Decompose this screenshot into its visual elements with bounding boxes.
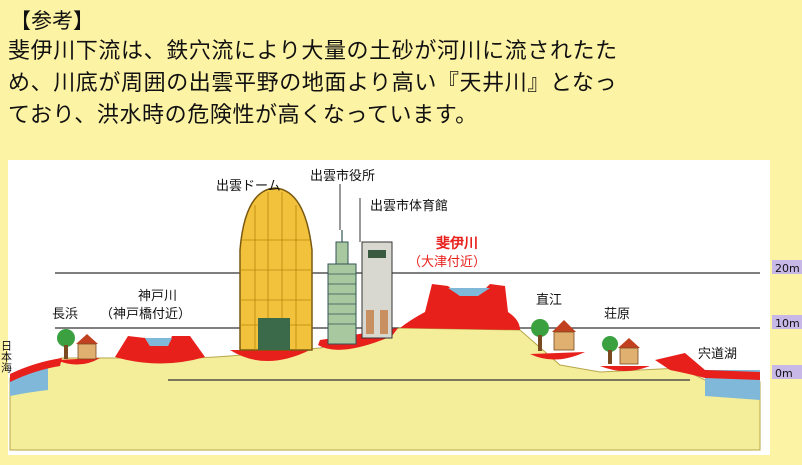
scale-10m: 10m bbox=[775, 317, 800, 330]
dome-lattice bbox=[240, 192, 312, 350]
nagahama-house bbox=[57, 329, 98, 360]
note-line-2: め、川底が周囲の出雲平野の地面より高い『天井川』となっ bbox=[8, 71, 618, 96]
note-line-3: ており、洪水時の危険性が高くなっています。 bbox=[8, 103, 478, 128]
label-kando-river: 神戸川 bbox=[138, 289, 177, 304]
label-gymnasium: 出雲市体育館 bbox=[370, 198, 448, 214]
izumo-dome-shape bbox=[239, 187, 313, 351]
gymnasium-building bbox=[361, 241, 393, 339]
shobara-house bbox=[602, 336, 640, 365]
shobara-base bbox=[600, 366, 650, 371]
city-hall-building bbox=[327, 230, 357, 345]
hii-river-water bbox=[448, 288, 490, 296]
reference-note: 【参考】 斐伊川下流は、鉄穴流により大量の土砂が河川に流されたた め、川底が周囲… bbox=[0, 0, 802, 160]
cross-section-svg: 20m 10m 0m 出雲ドーム 出雲市役所 出雲市体育館 斐伊川 （大津付近）… bbox=[0, 160, 802, 455]
label-sea-of-japan: 日本海 bbox=[0, 340, 13, 374]
dome-entrance bbox=[258, 318, 290, 350]
note-line-1: 斐伊川下流は、鉄穴流により大量の土砂が河川に流されたた bbox=[8, 39, 618, 64]
scale-20m: 20m bbox=[775, 262, 800, 275]
nagahama-base bbox=[56, 358, 100, 365]
label-izumo-dome: 出雲ドーム bbox=[216, 179, 281, 194]
label-naoe: 直江 bbox=[536, 293, 562, 308]
dome-base bbox=[230, 350, 310, 361]
cross-section-diagram: 20m 10m 0m 出雲ドーム 出雲市役所 出雲市体育館 斐伊川 （大津付近）… bbox=[0, 160, 802, 461]
lake-embankment bbox=[655, 353, 760, 380]
scale-0m: 0m bbox=[775, 367, 793, 380]
label-shobara: 荘原 bbox=[604, 307, 630, 322]
label-hii-river: 斐伊川 bbox=[436, 235, 478, 252]
label-hii-river-sub: （大津付近） bbox=[408, 255, 486, 270]
scale-box-0m bbox=[772, 365, 802, 379]
label-shinji-lake: 宍道湖 bbox=[698, 347, 737, 362]
label-kando-river-sub: （神戸橋付近） bbox=[100, 307, 191, 322]
naoe-base bbox=[530, 352, 585, 360]
scale-box-20m bbox=[772, 260, 802, 274]
naoe-house bbox=[531, 319, 576, 351]
label-city-hall: 出雲市役所 bbox=[310, 168, 375, 184]
kando-river-embankment bbox=[115, 336, 205, 364]
kando-river-water bbox=[145, 338, 172, 346]
label-nagahama: 長浜 bbox=[52, 307, 78, 322]
note-heading: 【参考】 bbox=[10, 9, 94, 33]
sea-coast-embankment bbox=[10, 358, 62, 382]
scale-box-10m bbox=[772, 315, 802, 329]
hii-river-embankment bbox=[400, 284, 520, 330]
